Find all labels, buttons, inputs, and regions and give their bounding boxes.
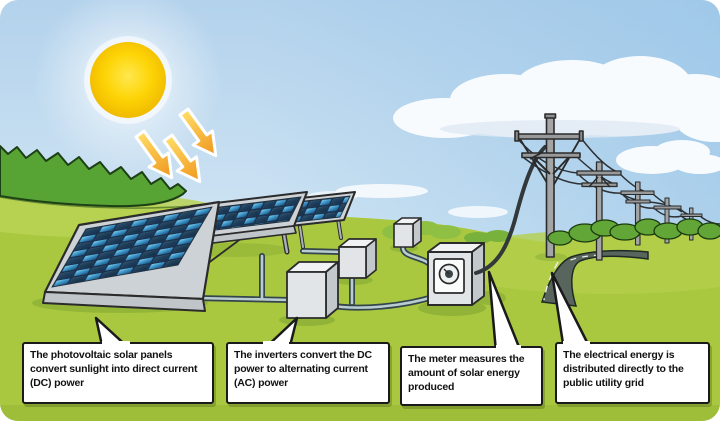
callout-text: The inverters convert the DC power to al…: [234, 349, 372, 389]
callout-text: The electrical energy is distributed dir…: [563, 349, 684, 389]
meter-icon: [427, 242, 485, 306]
sun-icon: [84, 36, 172, 124]
inverter-icon: [286, 261, 339, 319]
clouds: [308, 56, 720, 218]
callout-text: The meter measures the amount of solar e…: [408, 353, 525, 393]
callout-meter: The meter measures the amount of solar e…: [400, 345, 543, 406]
bushes: [547, 218, 720, 246]
solar-panel-icon: [42, 200, 221, 312]
callout-utility-grid: The electrical energy is distributed dir…: [555, 341, 710, 404]
callout-photovoltaic-panels: The photovoltaic solar panels convert su…: [22, 341, 214, 404]
tail-join: [563, 341, 590, 346]
tail-join: [263, 341, 289, 346]
callout-inverters: The inverters convert the DC power to al…: [226, 341, 390, 404]
tail-join: [102, 341, 130, 346]
junction-box-icon: [393, 217, 422, 248]
hedge: [0, 145, 206, 209]
inverter-icon: [338, 238, 377, 279]
callout-text: The photovoltaic solar panels convert su…: [30, 349, 198, 389]
tail-join: [496, 345, 521, 350]
